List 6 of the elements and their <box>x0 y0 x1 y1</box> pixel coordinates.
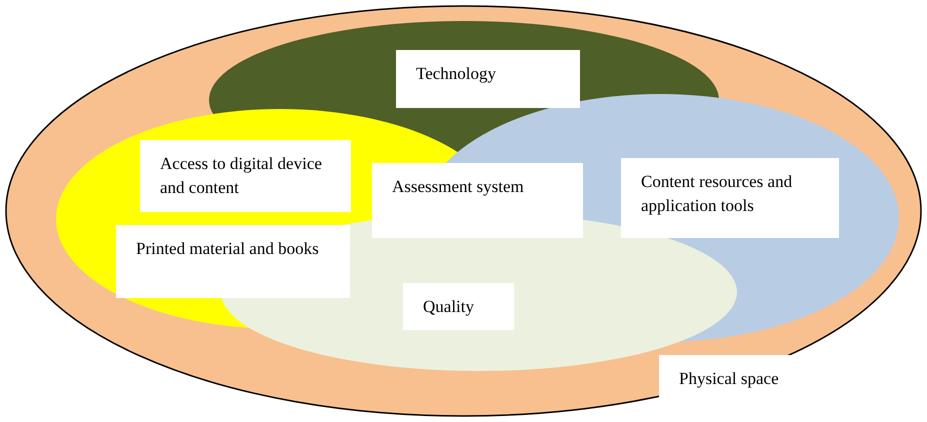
category-label: Printed material and books <box>116 225 350 298</box>
category-label: Access to digital device and content <box>140 140 351 212</box>
category-label: Quality <box>403 283 514 330</box>
category-label: Content resources and application tools <box>621 158 839 238</box>
category-label: Technology <box>396 50 580 108</box>
category-label: Assessment system <box>372 163 583 238</box>
